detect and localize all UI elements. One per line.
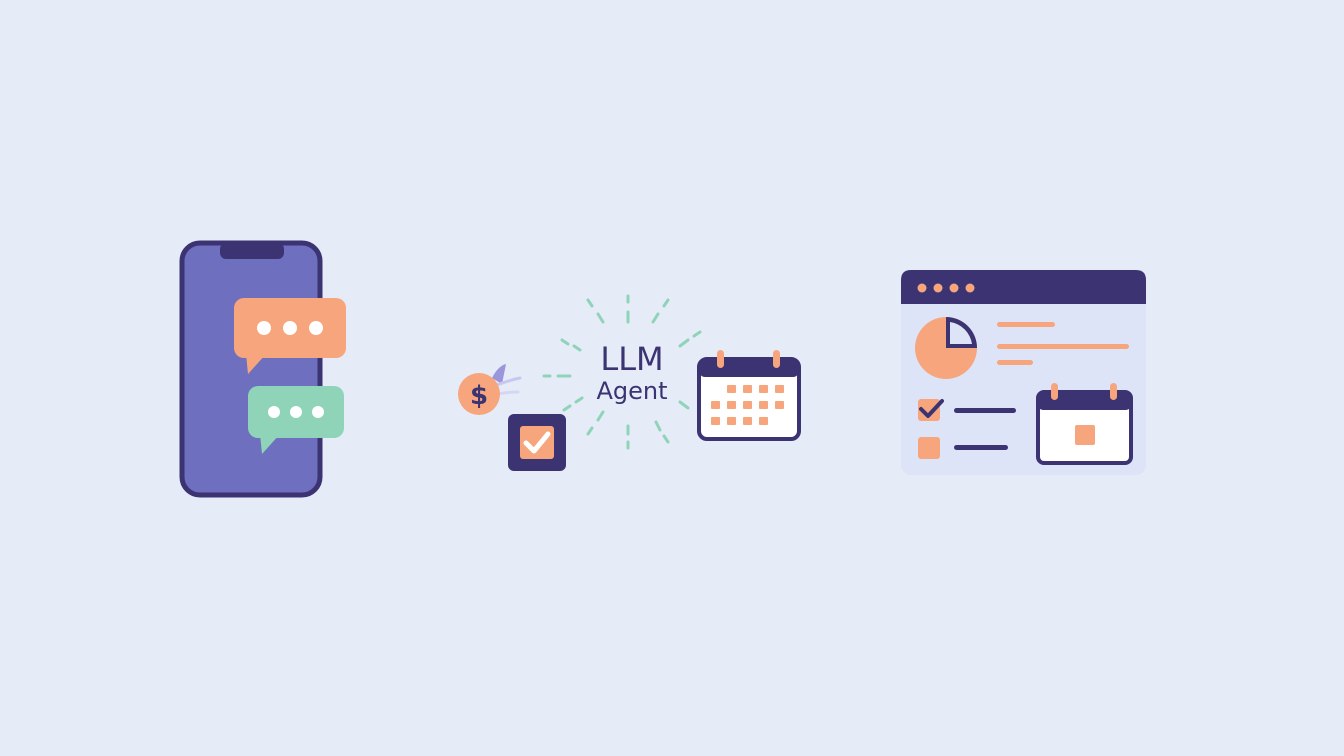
agent-label-line1: LLM [600, 340, 663, 378]
unchecked-task-icon [918, 437, 1008, 459]
pie-chart-icon [915, 317, 977, 379]
chat-bubble-incoming-icon [248, 386, 344, 454]
agent-glow-rays [542, 294, 702, 450]
mini-calendar-icon [1036, 383, 1133, 465]
checked-task-icon [918, 399, 1016, 421]
chat-bubble-outgoing-icon [234, 298, 346, 374]
dollar-symbol: $ [470, 381, 488, 411]
dashboard-window-icon [901, 270, 1146, 475]
calendar-icon [697, 350, 801, 441]
dollar-coin-icon: $ [458, 364, 522, 415]
task-checkbox-icon [508, 414, 566, 471]
agent-label-line2: Agent [596, 377, 667, 405]
